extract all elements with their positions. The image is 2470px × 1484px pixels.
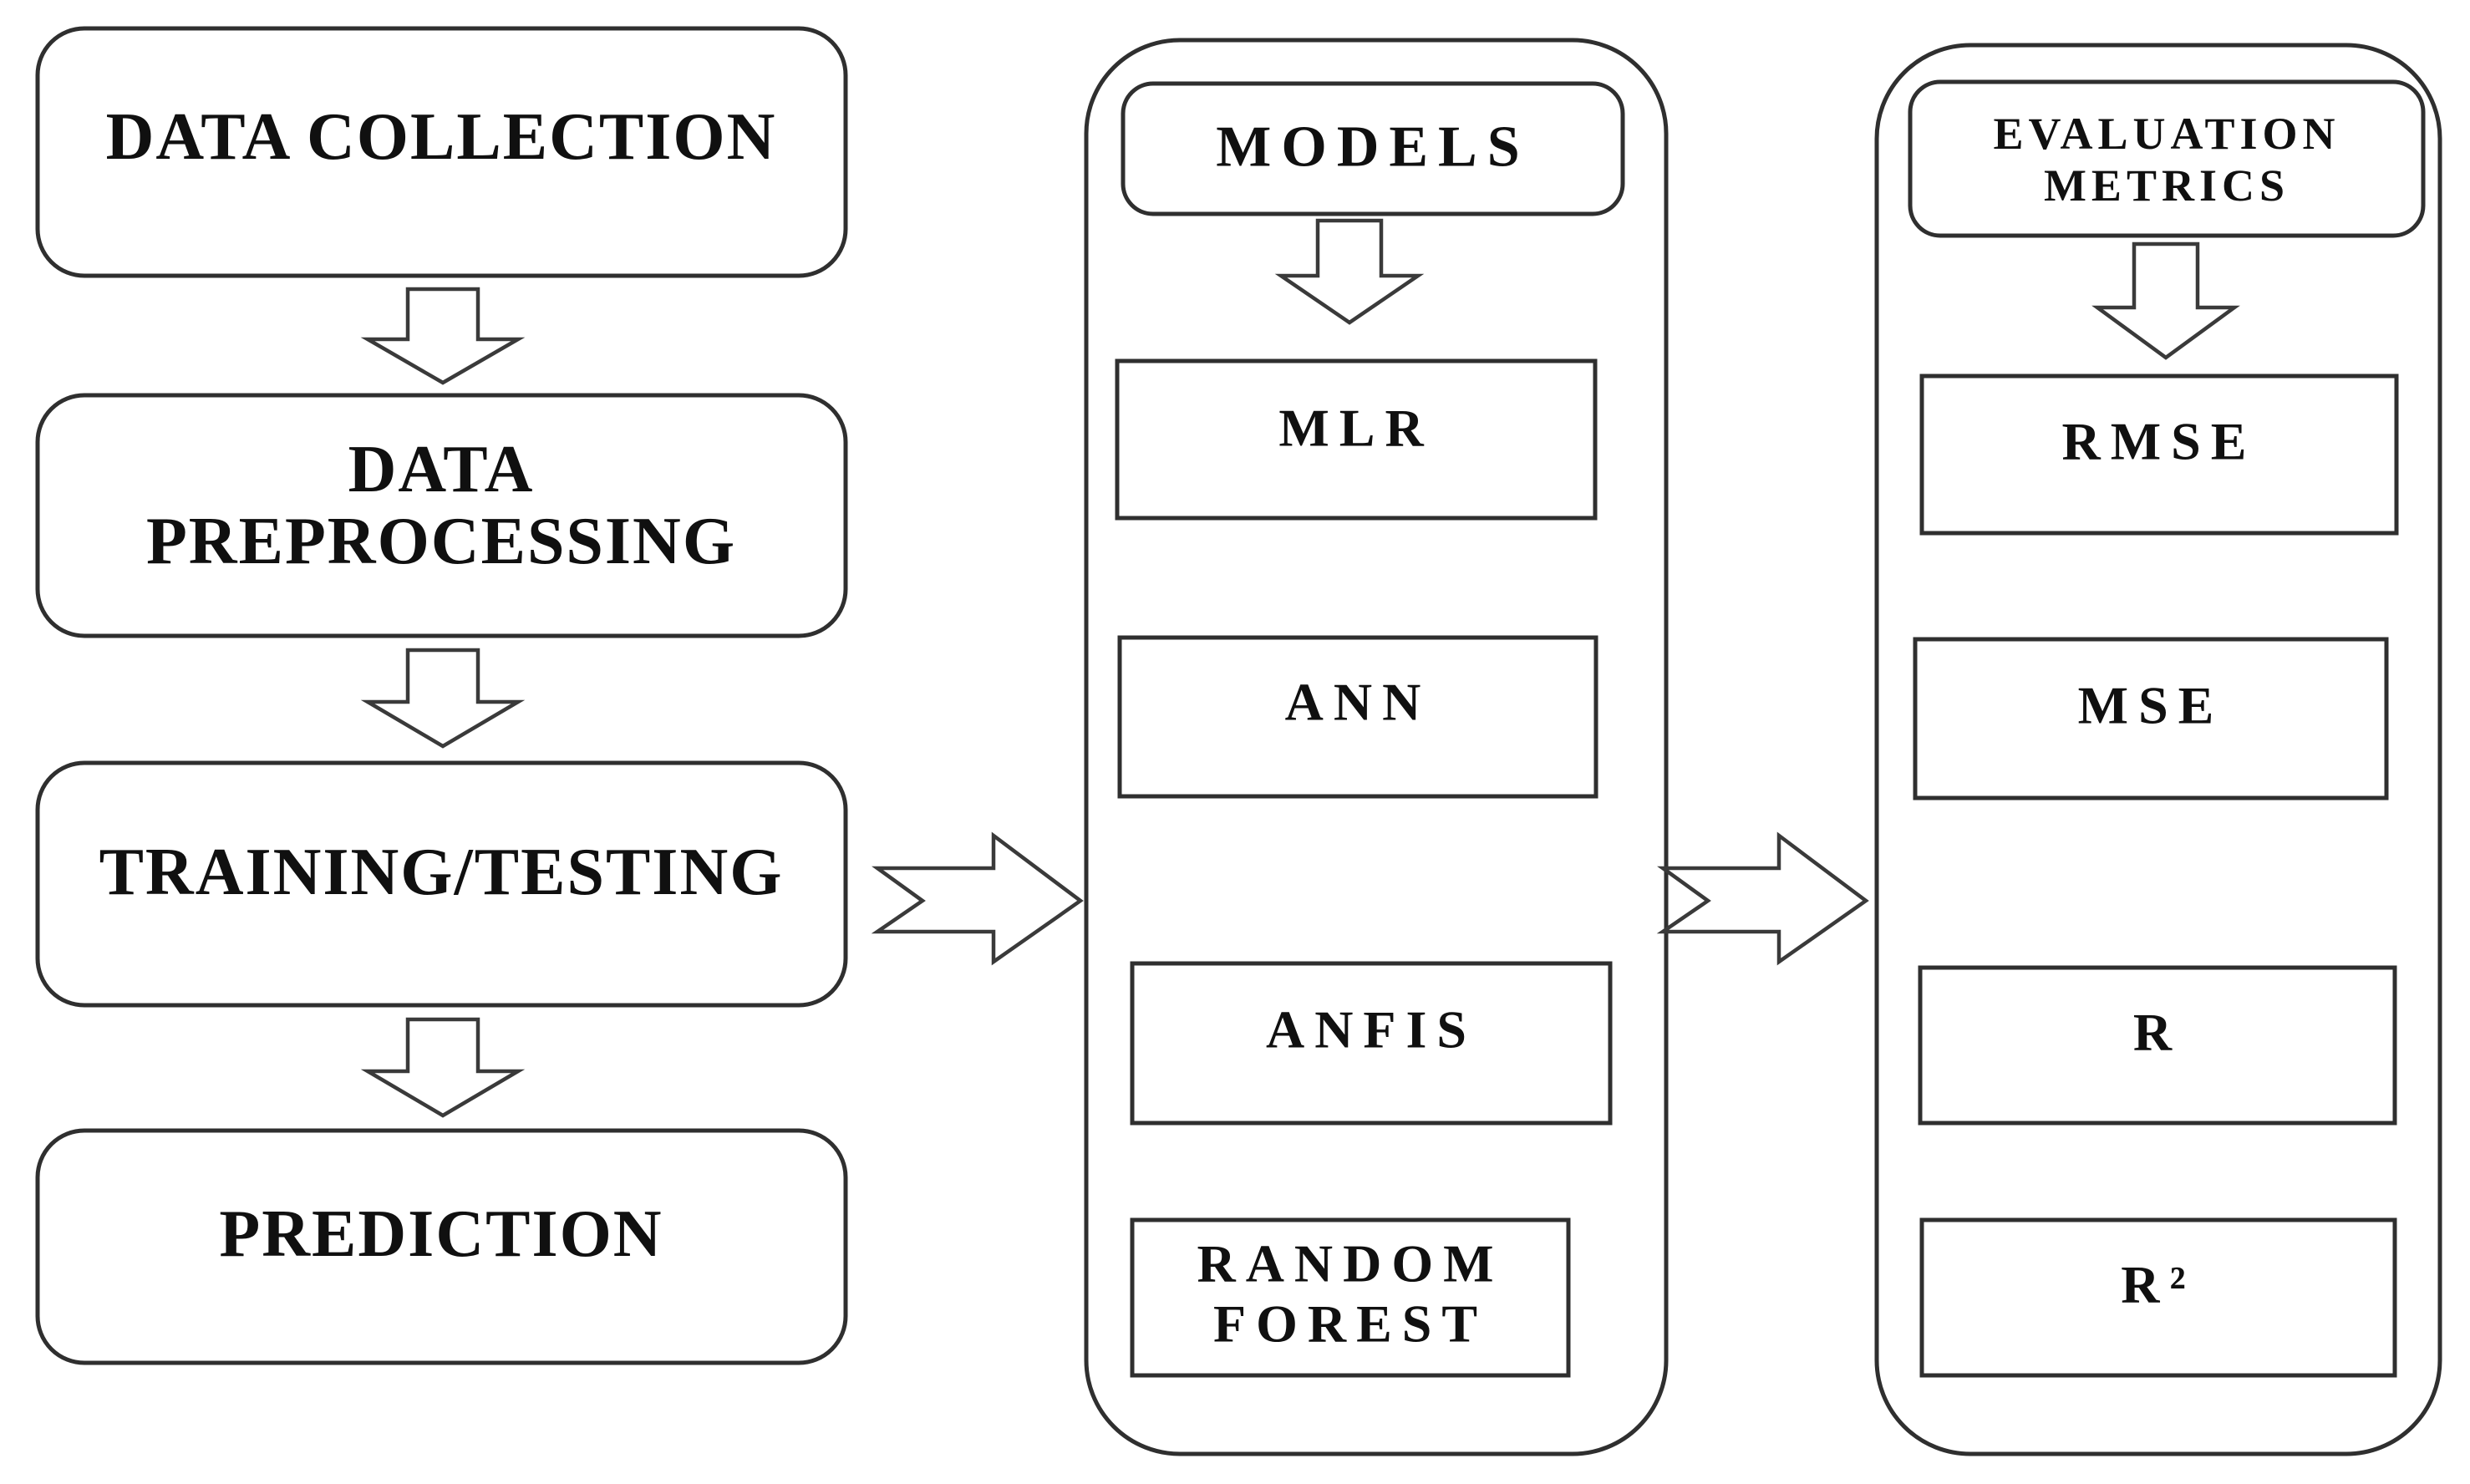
model-label-random-forest-line2: FOREST xyxy=(1213,1294,1487,1354)
models-down-arrow-icon xyxy=(1274,218,1425,325)
model-box-anfis xyxy=(1130,961,1613,1126)
metric-label-rmse: RMSE xyxy=(2062,412,2257,471)
metrics-panel-header xyxy=(1908,79,2426,238)
metric-box-r xyxy=(1918,965,2397,1126)
model-box-random-forest xyxy=(1130,1217,1571,1378)
pipeline-column: DATA COLLECTION DATA PREPROCESSING TRAIN… xyxy=(35,26,848,1365)
metrics-panel-title-line2: METRICS xyxy=(2044,160,2290,211)
flow-step-data-collection-box xyxy=(35,26,848,278)
right-arrow-2-icon xyxy=(1656,831,1869,966)
models-panel-header xyxy=(1121,81,1625,216)
models-panel-title: MODELS xyxy=(1216,115,1529,180)
model-label-mlr: MLR xyxy=(1278,399,1433,458)
metric-box-mse xyxy=(1913,637,2389,800)
flow-step-training-testing-label: TRAINING/TESTING xyxy=(99,836,784,909)
model-label-random-forest-line1: RANDOM xyxy=(1197,1234,1503,1293)
metrics-down-arrow-icon xyxy=(2091,241,2240,360)
flow-step-data-collection-label: DATA COLLECTION xyxy=(106,100,777,174)
flow-step-prediction-box xyxy=(35,1128,848,1365)
metric-label-r-squared: R² xyxy=(2121,1255,2195,1314)
down-arrow-2-icon xyxy=(360,648,526,749)
metrics-panel: EVALUATION METRICS RMSE MSE R R² xyxy=(1874,43,2442,1456)
flow-step-data-preprocessing-label-line1: DATA xyxy=(348,433,535,506)
right-arrow-1-icon xyxy=(871,831,1084,966)
flow-step-data-preprocessing-label-line2: PREPROCESSING xyxy=(146,505,736,578)
models-panel: MODELS MLR ANN ANFIS RANDOM FOREST xyxy=(1084,38,1669,1456)
model-box-mlr xyxy=(1115,358,1598,521)
model-box-ann xyxy=(1117,635,1598,799)
metric-box-rmse xyxy=(1919,374,2399,536)
metric-box-r-squared xyxy=(1919,1217,2397,1378)
metrics-panel-title-line1: EVALUATION xyxy=(1993,109,2340,159)
flow-step-prediction-label: PREDICTION xyxy=(219,1197,663,1271)
model-label-ann: ANN xyxy=(1285,673,1431,732)
metric-label-mse: MSE xyxy=(2078,676,2224,735)
down-arrow-3-icon xyxy=(360,1017,526,1118)
model-label-anfis: ANFIS xyxy=(1266,1000,1476,1060)
metric-label-r: R xyxy=(2133,1003,2182,1062)
flow-step-training-testing-box xyxy=(35,760,848,1008)
down-arrow-1-icon xyxy=(360,287,526,385)
flow-step-data-preprocessing-box xyxy=(35,393,848,638)
